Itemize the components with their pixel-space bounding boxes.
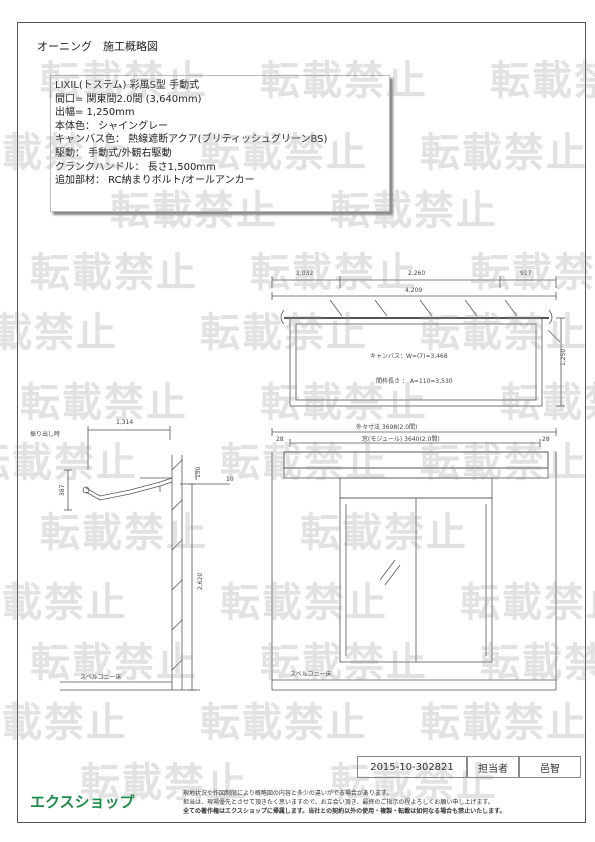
dim-depth: 1,250 (560, 349, 567, 366)
dim-front-outer: 外々寸法 3698(2.0間) (356, 423, 417, 431)
dim-front-right: 28 (542, 436, 550, 443)
top-view (271, 276, 565, 407)
staff-label-box: 担当者 (467, 756, 519, 778)
front-view (271, 428, 557, 691)
spec-line: 追加部材： RC納まりボルト/オールアンカー (55, 175, 255, 187)
side-view (60, 426, 230, 691)
spec-line: LIXIL(トステム) 彩風S型 手動式 (55, 80, 200, 91)
dim-side-top: 1,314 (116, 419, 133, 426)
canvas-label: キャンバス：W=(7)=3,468 (370, 353, 448, 360)
staff-name: 邑智 (540, 763, 560, 775)
doc-number: 2015-10-302821 (370, 761, 454, 773)
page-frame (17, 22, 586, 823)
page-title: オーニング 施工概略図 (37, 40, 158, 53)
spec-line: キャンバス色： 熱線遮断アクア(ブリティッシュグリーンBS) (55, 134, 328, 146)
footer-notice: 現地状況や作図制限により概略図の内容と多少の違いがでる場合があります。 担当は、… (183, 789, 506, 816)
notice-line: 担当は、現場優先とさせて頂きたく思いますので、お立会い頂き、最終のご指示の程よろ… (183, 799, 494, 806)
dim-front-inner: 窓(モジュール) 3640(2.0間) (362, 435, 440, 443)
dim-front-left: 28 (276, 436, 284, 443)
front-floor-label: スペルコニー床 (290, 670, 331, 678)
dim-top-mid: 2,260 (408, 270, 425, 277)
spec-line: 本体色： シャイングレー (55, 120, 169, 132)
spec-line: 間口= 関東間2.0間 (3,640mm) (55, 93, 202, 105)
spec-line: 出幅= 1,250mm (55, 107, 135, 119)
spec-line: 駆動： 手動式/外観右駆動 (55, 147, 172, 159)
side-view-label: 振り出し時 (30, 430, 60, 438)
dim-top-right: 917 (520, 270, 532, 277)
dim-side-right: 150 (195, 466, 202, 478)
dim-side-right2: 10 (226, 476, 234, 483)
dim-top-total: 4,209 (405, 287, 422, 294)
side-floor-label: スペルコニー床 (80, 673, 121, 681)
dim-side-left: 387 (59, 484, 66, 496)
staff-label: 担当者 (478, 763, 508, 775)
frame-label: 間枠長さ ： A=110=3,530 (376, 377, 453, 385)
dim-top-left: 1,032 (296, 270, 313, 277)
dim-side-height: 2,620 (197, 573, 204, 590)
spec-line: クランクハンドル： 長さ1,500mm (55, 161, 216, 173)
notice-line: 全ての著作権はエクスショップに帰属します。当社との契約以外の使用・複製・転載は如… (183, 808, 506, 815)
doc-number-box: 2015-10-302821 (357, 756, 467, 778)
exshop-logo: エクスショップ (30, 793, 135, 811)
spec-box: LIXIL(トステム) 彩風S型 手動式 間口= 関東間2.0間 (3,640m… (50, 75, 390, 212)
notice-line: 現地状況や作図制限により概略図の内容と多少の違いがでる場合があります。 (183, 790, 393, 797)
staff-name-box: 邑智 (519, 756, 581, 778)
